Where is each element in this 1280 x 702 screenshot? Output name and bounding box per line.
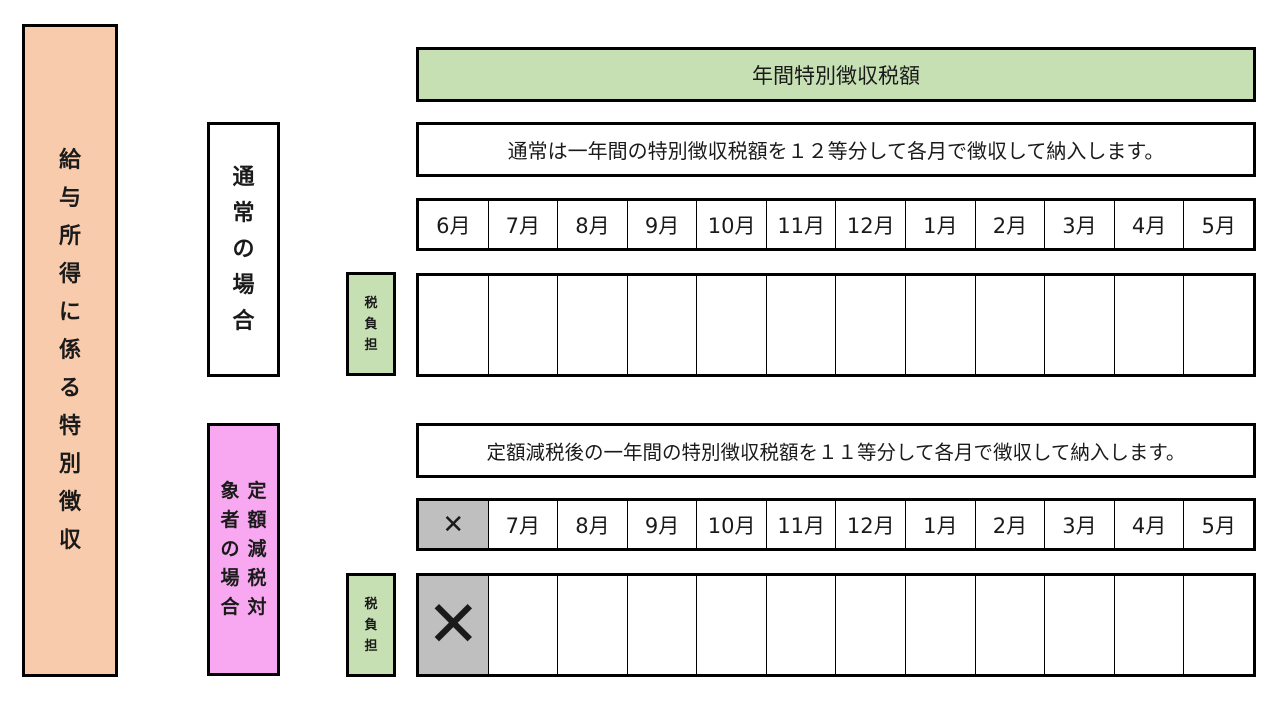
month-cell: 7月 xyxy=(487,201,558,248)
annual-tax-title: 年間特別徴収税額 xyxy=(416,47,1256,102)
month-cell: 1月 xyxy=(905,201,975,248)
burden-cell xyxy=(905,276,975,374)
burden-label-char: 負 xyxy=(364,617,378,633)
reduction-label-char: 合 xyxy=(220,596,240,618)
reduction-description: 定額減税後の一年間の特別徴収税額を１１等分して各月で徴収して納入します。 xyxy=(416,423,1256,478)
burden-cell xyxy=(696,276,766,374)
burden-cell xyxy=(765,276,836,374)
burden-label-char: 担 xyxy=(364,337,378,353)
main-label-char: 収 xyxy=(58,527,81,553)
main-vertical-label: 給 与 所 得 に 係 る 特 別 徴 収 xyxy=(22,24,118,677)
main-label-char: 得 xyxy=(58,261,81,287)
normal-burden-row xyxy=(416,273,1256,377)
normal-label-char: 合 xyxy=(232,308,255,334)
burden-cell xyxy=(1113,576,1184,674)
burden-cell xyxy=(487,276,558,374)
reduction-label-char: 税 xyxy=(247,567,267,589)
month-cell: 1月 xyxy=(905,501,975,548)
month-cell: 2月 xyxy=(974,501,1045,548)
burden-cell xyxy=(905,576,975,674)
main-label-char: 徴 xyxy=(58,489,81,515)
month-cell: 4月 xyxy=(1113,501,1184,548)
reduction-label-char: 対 xyxy=(247,596,267,618)
burden-label-char: 税 xyxy=(364,295,378,311)
excluded-month-x-icon: ✕ xyxy=(419,501,488,548)
month-cell: 6月 xyxy=(436,213,471,238)
reduction-label-char: 減 xyxy=(247,538,267,560)
burden-label-char: 負 xyxy=(364,316,378,332)
burden-cell xyxy=(835,276,905,374)
main-label-char: 所 xyxy=(58,223,81,249)
burden-cell xyxy=(487,576,558,674)
month-cell: 9月 xyxy=(626,501,697,548)
month-cell: 8月 xyxy=(557,201,627,248)
month-cell: 2月 xyxy=(974,201,1045,248)
burden-cell xyxy=(626,576,697,674)
reduction-months-row: ✕ 7月 8月 9月 10月 11月 12月 1月 2月 3月 4月 5月 xyxy=(416,498,1256,551)
normal-label-char: 場 xyxy=(232,272,255,298)
month-cell: 5月 xyxy=(1183,201,1253,248)
burden-cell xyxy=(1044,276,1114,374)
month-cell: 3月 xyxy=(1044,501,1114,548)
normal-case-label: 通 常 の 場 合 xyxy=(207,122,280,377)
main-label-char: 与 xyxy=(58,185,81,211)
burden-cell xyxy=(974,276,1045,374)
burden-cell xyxy=(1044,576,1114,674)
burden-cell xyxy=(974,576,1045,674)
month-cell: 12月 xyxy=(835,501,905,548)
tax-burden-label-reduction: 税 負 担 xyxy=(346,573,396,677)
reduction-burden-row: ✕ xyxy=(416,573,1256,677)
reduction-label-char: 象 xyxy=(220,480,240,502)
normal-label-char: の xyxy=(232,236,255,262)
month-cell: 10月 xyxy=(696,201,766,248)
burden-cell xyxy=(1183,576,1253,674)
normal-label-char: 常 xyxy=(232,200,255,226)
burden-cell xyxy=(557,576,627,674)
month-cell: 3月 xyxy=(1044,201,1114,248)
reduction-label-right-column: 定 額 減 税 対 xyxy=(248,477,267,622)
main-label-char: 特 xyxy=(58,413,81,439)
normal-label-char: 通 xyxy=(232,164,255,190)
tax-burden-label-normal: 税 負 担 xyxy=(346,272,396,376)
burden-cell xyxy=(1183,276,1253,374)
burden-cell xyxy=(765,576,836,674)
burden-cell xyxy=(557,276,627,374)
month-cell: 4月 xyxy=(1113,201,1184,248)
burden-label-char: 税 xyxy=(364,596,378,612)
excluded-burden-x-icon: ✕ xyxy=(419,576,488,674)
month-cell: 10月 xyxy=(696,501,766,548)
month-cell: 7月 xyxy=(487,501,558,548)
main-label-char: 給 xyxy=(58,147,81,173)
burden-cell xyxy=(626,276,697,374)
month-cell: 8月 xyxy=(557,501,627,548)
month-cell: 11月 xyxy=(765,501,836,548)
main-label-char: 別 xyxy=(58,451,81,477)
reduction-label-char: 額 xyxy=(247,509,267,531)
main-label-char: る xyxy=(58,375,81,401)
month-cell: 5月 xyxy=(1183,501,1253,548)
reduction-label-char: 定 xyxy=(247,480,267,502)
burden-cell xyxy=(419,276,488,374)
reduction-case-label: 定 額 減 税 対 象 者 の 場 合 xyxy=(207,423,280,676)
burden-cell xyxy=(696,576,766,674)
normal-description: 通常は一年間の特別徴収税額を１２等分して各月で徴収して納入します。 xyxy=(416,122,1256,177)
main-label-char: に xyxy=(58,299,81,325)
reduction-label-char: 者 xyxy=(220,509,240,531)
normal-months-row: 6月 7月 8月 9月 10月 11月 12月 1月 2月 3月 4月 5月 xyxy=(416,198,1256,251)
burden-label-char: 担 xyxy=(364,638,378,654)
month-cell: 11月 xyxy=(765,201,836,248)
burden-cell xyxy=(1113,276,1184,374)
reduction-label-char: の xyxy=(220,538,240,560)
month-cell: 9月 xyxy=(626,201,697,248)
month-cell: 12月 xyxy=(835,201,905,248)
reduction-label-left-column: 象 者 の 場 合 xyxy=(220,477,239,622)
burden-cell xyxy=(835,576,905,674)
main-label-char: 係 xyxy=(58,337,81,363)
reduction-label-char: 場 xyxy=(220,567,240,589)
